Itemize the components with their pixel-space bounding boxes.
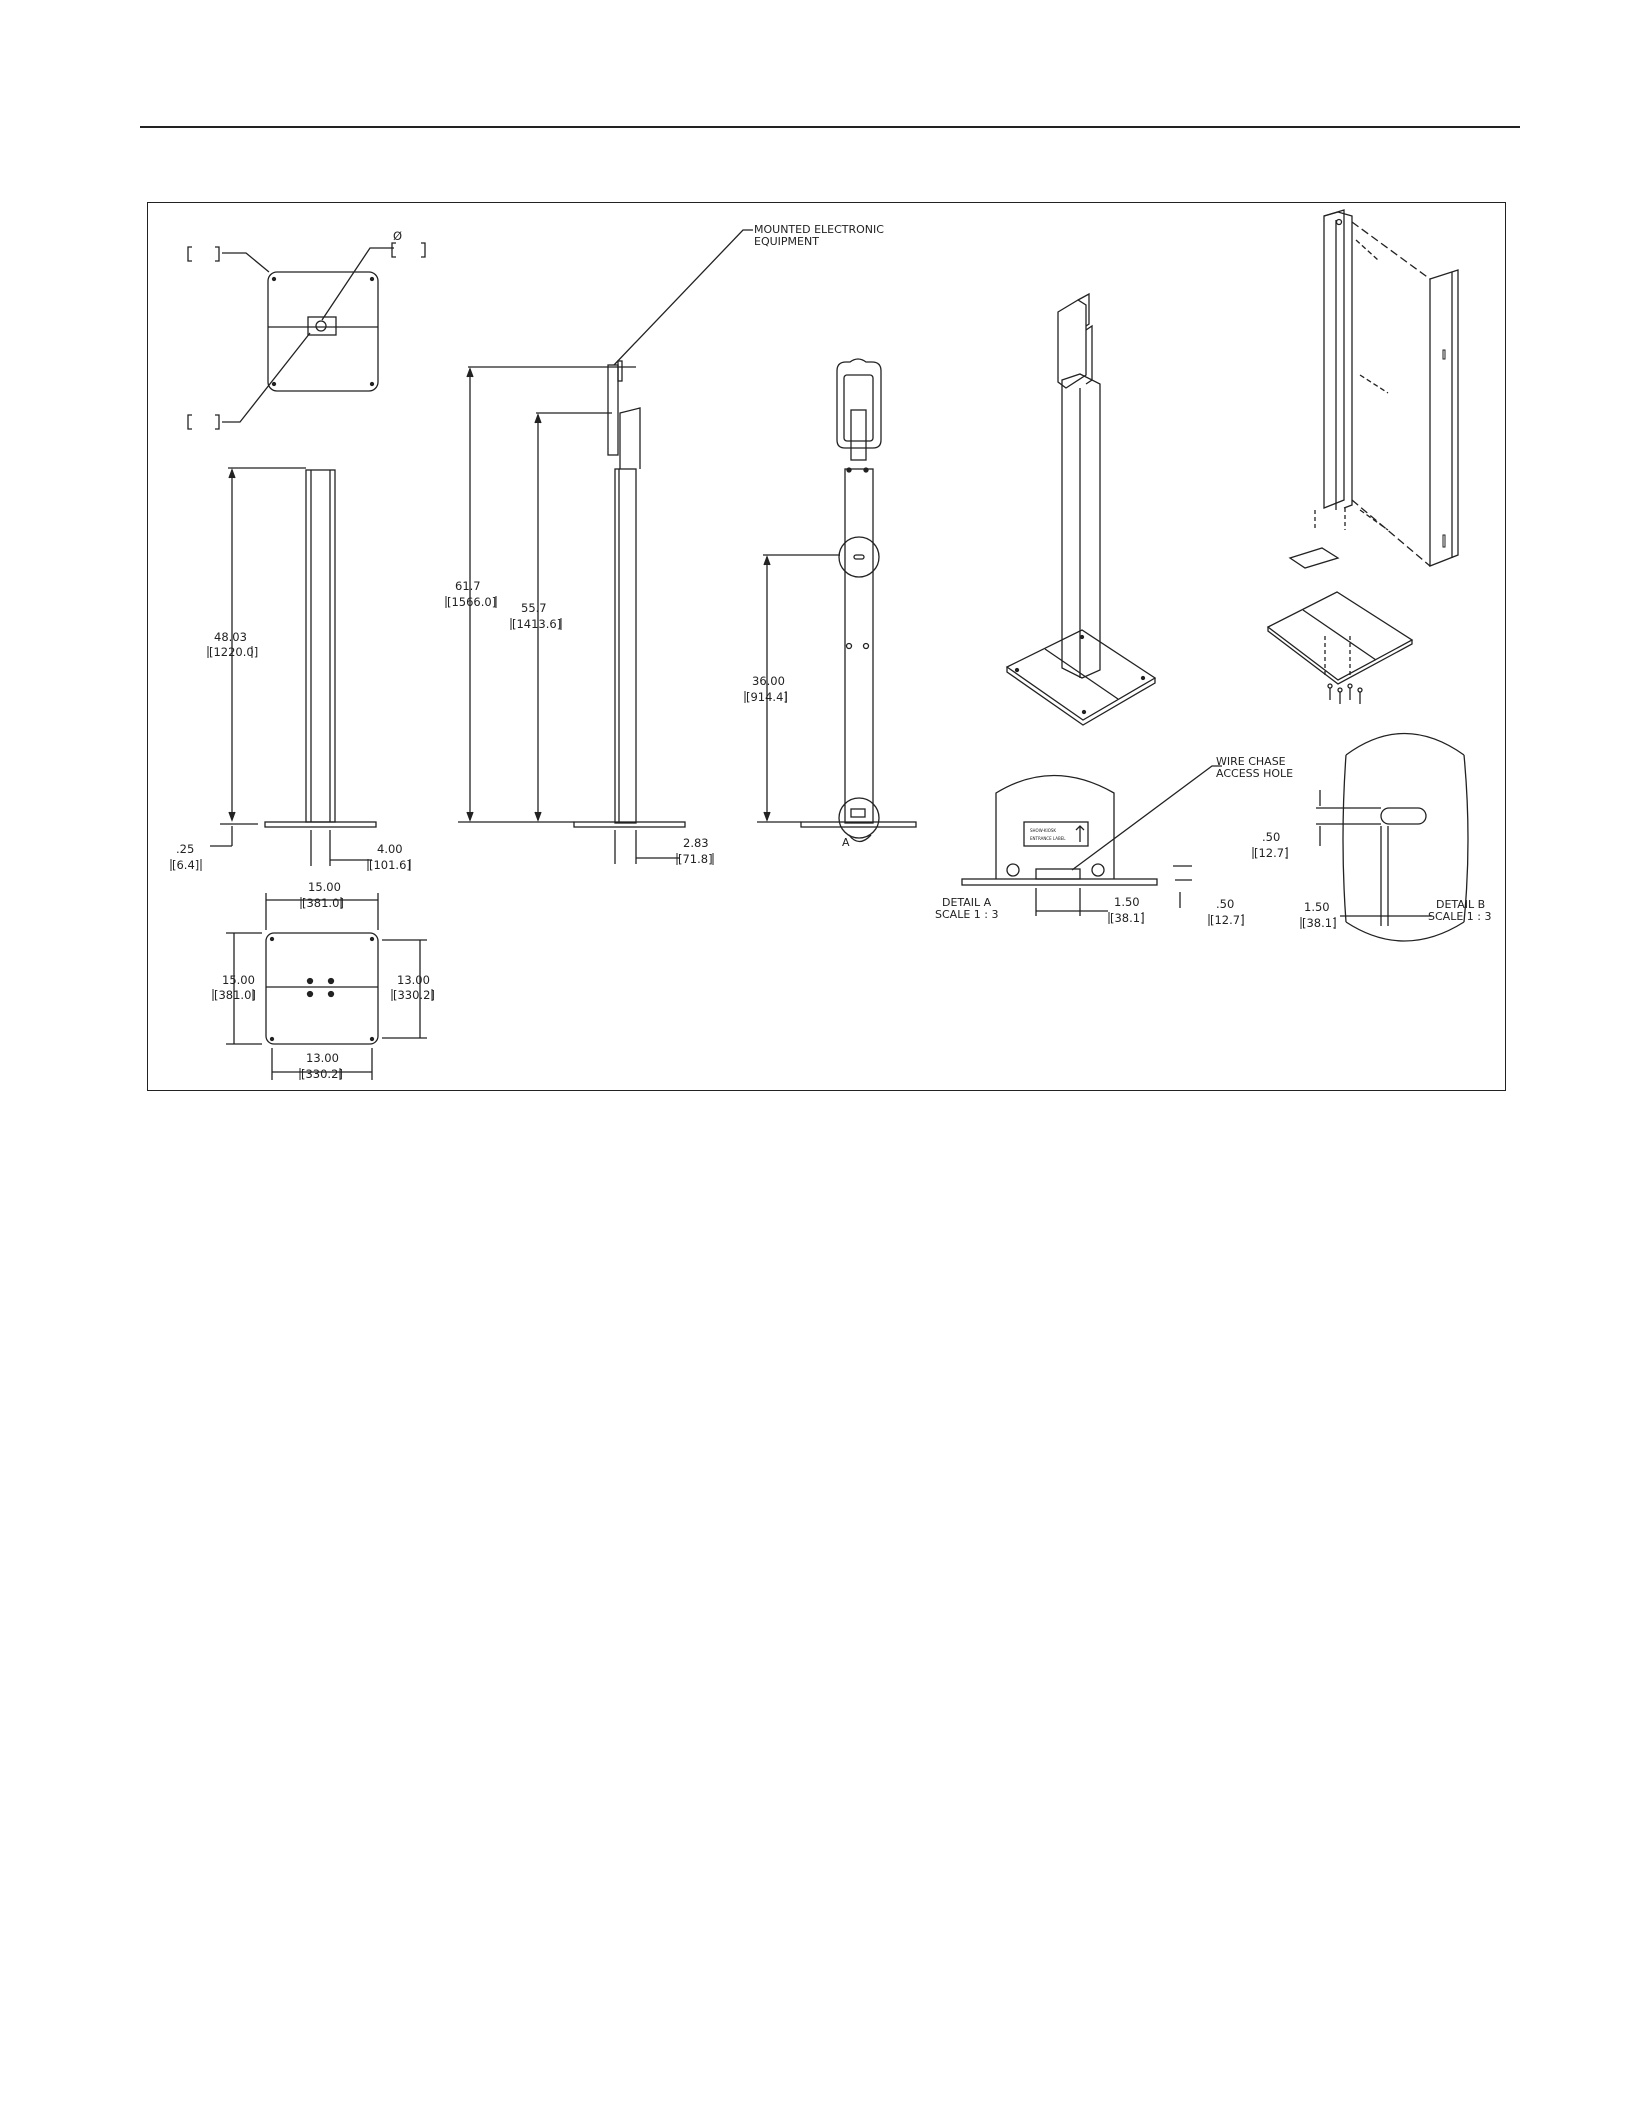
top-view	[187, 242, 426, 430]
bracket-marks	[170, 596, 1336, 1080]
corner-hole	[271, 381, 277, 387]
view-arrow	[848, 834, 872, 843]
side-equipment	[607, 364, 619, 456]
exploded-back-cover	[1429, 269, 1459, 567]
dim-detail-a-height: .50	[1216, 897, 1234, 911]
dim-detail-a-height-mm: [12.7]	[1210, 913, 1245, 927]
detail-b-title: DETAIL B	[1436, 898, 1485, 911]
rear-pole	[844, 468, 874, 824]
exploded-view	[1266, 209, 1459, 704]
dim-base-depth-mm: [381.0]	[214, 988, 256, 1002]
dim-overall-height: 61.7	[455, 579, 481, 593]
rear-neck	[850, 409, 867, 461]
detail-b-circle	[838, 536, 880, 578]
dim-detail-b-width-mm: [38.1]	[1302, 916, 1337, 930]
dim-base-thickness-mm: [6.4]	[172, 858, 199, 872]
wire-hole-circle	[315, 320, 327, 332]
detail-a	[961, 765, 1222, 916]
detail-a-scale: SCALE 1 : 3	[935, 908, 998, 921]
dim-detail-b-height: .50	[1262, 830, 1280, 844]
dim-hole-span-h: 13.00	[306, 1051, 339, 1065]
leader-line	[321, 247, 394, 321]
detail-marker-a: A	[842, 836, 850, 849]
corner-hole	[369, 381, 375, 387]
sticker-text: ENTRANCE LABEL	[1030, 836, 1066, 841]
dim-pole-width: 4.00	[377, 842, 403, 856]
corner-hole	[369, 276, 375, 282]
wire-chase-label: ACCESS HOLE	[1216, 767, 1293, 780]
dim-mid-height: 36.00	[752, 674, 785, 688]
mounted-equipment-label: EQUIPMENT	[754, 235, 819, 248]
dim-overall-height-mm: [1566.0]	[447, 595, 496, 609]
front-view	[210, 467, 377, 866]
dim-mount-height-mm: [1413.6]	[512, 617, 561, 631]
dim-pole-height: 48.03	[214, 630, 247, 644]
detail-a-title: DETAIL A	[942, 896, 992, 909]
wire-chase-leader	[1071, 765, 1222, 871]
rear-mount-bracket	[836, 358, 882, 449]
rear-base	[800, 821, 917, 828]
dim-pole-depth-mm: [71.8]	[678, 852, 713, 866]
detail-a-outline	[995, 774, 1115, 879]
dim-mount-height: 55.7	[521, 601, 547, 615]
drawing-frame	[147, 202, 1506, 1091]
pole-top-hole	[1335, 218, 1343, 226]
base-plan-plate	[265, 932, 379, 1045]
detail-a-base	[961, 878, 1158, 886]
base-plan-view	[226, 893, 427, 1080]
dim-base-thickness: .25	[176, 842, 194, 856]
exploded-pole-front	[1323, 209, 1345, 509]
detail-a-sticker	[1023, 821, 1089, 847]
detail-b-scale: SCALE 1 : 3	[1428, 910, 1491, 923]
detail-a-circle	[838, 797, 880, 839]
bracket-empty	[187, 246, 220, 262]
dim-base-width: 15.00	[308, 880, 341, 894]
equipment-leader	[613, 229, 753, 366]
dim-detail-b-height-mm: [12.7]	[1254, 846, 1289, 860]
iso-base-plate	[1005, 629, 1157, 721]
bracket-empty	[187, 414, 220, 430]
leader-line	[222, 332, 311, 423]
dim-hole-span-v: 13.00	[397, 973, 430, 987]
iso-pole	[1061, 373, 1101, 679]
dim-pole-height-mm: [1220.0]	[209, 645, 258, 659]
isometric-view	[1005, 292, 1157, 726]
detail-b-bottom	[1345, 921, 1465, 942]
dim-detail-b-width: 1.50	[1304, 900, 1330, 914]
sticker-text: SHOW-KIOSK	[1030, 828, 1056, 833]
anchor-bolt	[1006, 863, 1020, 877]
dim-base-width-mm: [381.0]	[302, 896, 344, 910]
dim-hole-span-v-mm: [330.2]	[393, 988, 435, 1002]
side-pole	[614, 468, 637, 824]
dim-detail-a-width-mm: [38.1]	[1110, 911, 1145, 925]
rear-view	[757, 358, 917, 843]
diameter-symbol: Ø	[393, 229, 402, 243]
side-neck	[619, 407, 641, 469]
front-base	[264, 821, 377, 828]
dim-pole-depth: 2.83	[683, 836, 709, 850]
mounted-equipment-label: MOUNTED ELECTRONIC	[754, 223, 884, 236]
dim-pole-width-mm: [101.6]	[369, 858, 411, 872]
header-rule	[140, 126, 1520, 128]
top-plate	[267, 271, 379, 392]
exploded-bracket	[1288, 547, 1340, 569]
bracket-empty	[391, 242, 426, 258]
detail-b	[1316, 732, 1469, 942]
dim-mid-height-mm: [914.4]	[746, 690, 788, 704]
anchor-bolt	[1091, 863, 1105, 877]
dim-hole-span-h-mm: [330.2]	[301, 1067, 343, 1081]
dim-detail-a-width: 1.50	[1114, 895, 1140, 909]
wire-chase-label: WIRE CHASE	[1216, 755, 1286, 768]
side-view	[458, 229, 753, 864]
side-base	[573, 821, 686, 828]
wire-chase-hole	[1035, 868, 1081, 880]
corner-hole	[271, 276, 277, 282]
detail-b-slot	[1380, 807, 1427, 825]
top-pole-section	[307, 316, 337, 336]
dim-base-depth: 15.00	[222, 973, 255, 987]
detail-b-top	[1345, 732, 1465, 756]
leader-line	[222, 252, 270, 273]
